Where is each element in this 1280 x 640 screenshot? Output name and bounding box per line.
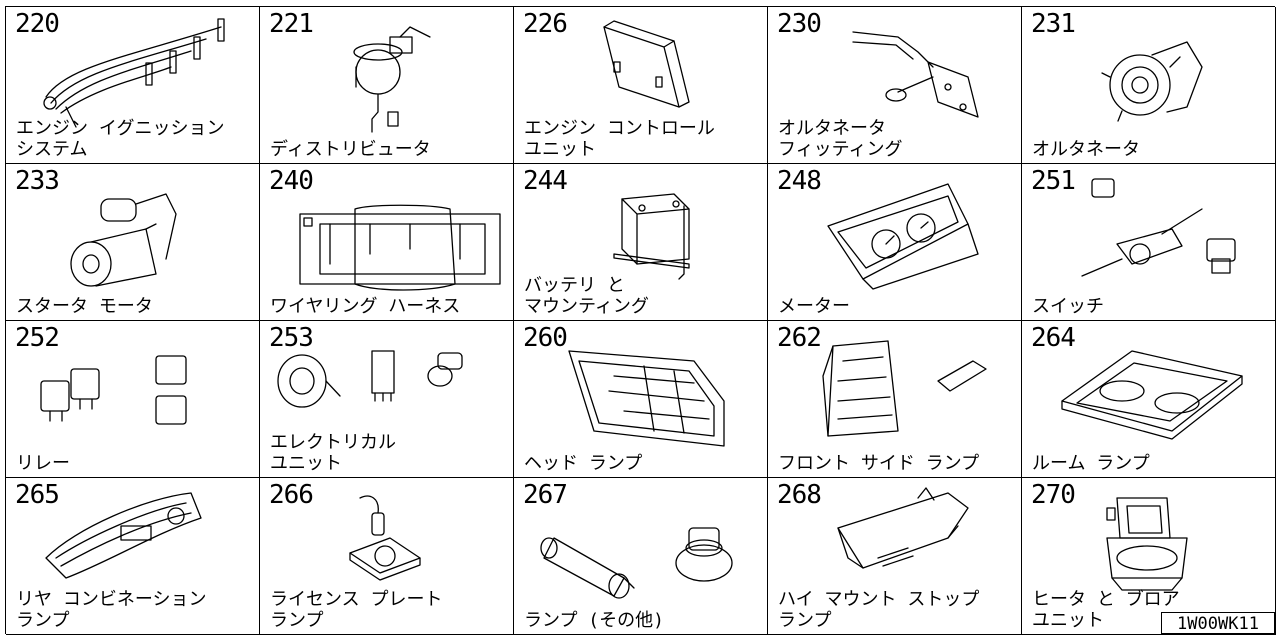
part-label: エンジン イグニッション システム bbox=[16, 118, 225, 160]
part-label: スタータ モータ bbox=[16, 296, 153, 317]
part-number: 262 bbox=[777, 323, 822, 353]
part-cell-233[interactable]: 233 スタータ モータ bbox=[6, 164, 260, 321]
part-cell-253[interactable]: 253 エレクトリカル ユニット bbox=[260, 321, 514, 478]
part-cell-266[interactable]: 266 ライセンス プレート ランプ bbox=[260, 478, 514, 635]
part-label: ライセンス プレート ランプ bbox=[270, 589, 443, 631]
part-label: エレクトリカル ユニット bbox=[270, 432, 396, 474]
alternator-icon bbox=[1101, 41, 1203, 122]
part-label: ワイヤリング ハーネス bbox=[270, 296, 461, 317]
electrical-unit-icon bbox=[277, 350, 463, 408]
part-number: 265 bbox=[15, 480, 60, 510]
parts-catalog-grid: 220 エンジン イグニッション システム 221 ディストリビュータ 226 エンジン … bbox=[5, 6, 1276, 635]
relay-icon bbox=[40, 355, 187, 425]
part-number: 251 bbox=[1031, 166, 1076, 196]
rear-combination-lamp-icon bbox=[45, 492, 202, 579]
part-cell-220[interactable]: 220 エンジン イグニッション システム bbox=[6, 7, 260, 164]
part-cell-267[interactable]: 267 ランプ (その他) bbox=[514, 478, 768, 635]
license-plate-lamp-icon bbox=[349, 495, 421, 581]
part-cell-260[interactable]: 260 ヘッド ランプ bbox=[514, 321, 768, 478]
distributor-icon bbox=[353, 26, 431, 133]
parts-grid: 220 エンジン イグニッション システム 221 ディストリビュータ 226 エンジン … bbox=[6, 7, 1276, 635]
part-cell-251[interactable]: 251 スイッチ bbox=[1022, 164, 1276, 321]
part-label: メーター bbox=[778, 296, 850, 317]
alternator-bracket-icon bbox=[852, 31, 979, 118]
part-label: バッテリ と マウンティング bbox=[524, 275, 649, 317]
part-cell-268[interactable]: 268 ハイ マウント ストップ ランプ bbox=[768, 478, 1022, 635]
part-label: スイッチ bbox=[1032, 296, 1104, 317]
part-cell-230[interactable]: 230 オルタネータ フィッティング bbox=[768, 7, 1022, 164]
part-label: フロント サイド ランプ bbox=[778, 453, 980, 474]
part-label: リレー bbox=[16, 453, 70, 474]
wiring-harness-icon bbox=[299, 204, 501, 291]
part-label: オルタネータ bbox=[1032, 139, 1140, 160]
part-cell-226[interactable]: 226 エンジン コントロール ユニット bbox=[514, 7, 768, 164]
part-label: ハイ マウント ストップ ランプ bbox=[778, 589, 980, 631]
starter-motor-icon bbox=[70, 193, 177, 287]
part-number: 252 bbox=[15, 323, 60, 353]
front-side-lamp-icon bbox=[822, 340, 987, 437]
catalog-code: 1W00WK11 bbox=[1161, 612, 1275, 634]
control-unit-icon bbox=[603, 20, 690, 108]
part-number: 231 bbox=[1031, 9, 1076, 39]
part-number: 266 bbox=[269, 480, 314, 510]
headlamp-icon bbox=[568, 350, 725, 447]
part-number: 226 bbox=[523, 9, 568, 39]
heater-blower-icon bbox=[1106, 497, 1188, 591]
battery-icon bbox=[613, 193, 690, 280]
part-number: 244 bbox=[523, 166, 568, 196]
part-number: 264 bbox=[1031, 323, 1076, 353]
part-cell-248[interactable]: 248 メーター bbox=[768, 164, 1022, 321]
part-cell-244[interactable]: 244 バッテリ と マウンティング bbox=[514, 164, 768, 321]
switch-icon bbox=[1081, 178, 1236, 277]
part-cell-252[interactable]: 252 リレー bbox=[6, 321, 260, 478]
part-label: リヤ コンビネーション ランプ bbox=[16, 589, 207, 631]
part-number: 270 bbox=[1031, 480, 1076, 510]
part-label: オルタネータ フィッティング bbox=[778, 118, 903, 160]
part-label: ヒータ と ブロア ユニット bbox=[1032, 589, 1180, 631]
part-label: ディストリビュータ bbox=[270, 139, 431, 160]
part-label: ルーム ランプ bbox=[1032, 453, 1150, 474]
part-number: 221 bbox=[269, 9, 314, 39]
part-cell-270[interactable]: 270 ヒータ と ブロア ユニット bbox=[1022, 478, 1276, 635]
part-number: 240 bbox=[269, 166, 314, 196]
part-cell-231[interactable]: 231 オルタネータ bbox=[1022, 7, 1276, 164]
high-mount-stop-lamp-icon bbox=[837, 487, 969, 569]
part-number: 267 bbox=[523, 480, 568, 510]
part-number: 260 bbox=[523, 323, 568, 353]
room-lamp-icon bbox=[1061, 350, 1243, 440]
part-cell-240[interactable]: 240 ワイヤリング ハーネス bbox=[260, 164, 514, 321]
part-number: 230 bbox=[777, 9, 822, 39]
part-label: エンジン コントロール ユニット bbox=[524, 118, 715, 160]
ignition-wiring-icon bbox=[43, 18, 225, 128]
part-cell-264[interactable]: 264 ルーム ランプ bbox=[1022, 321, 1276, 478]
part-number: 268 bbox=[777, 480, 822, 510]
lamp-misc-icon bbox=[540, 527, 733, 599]
part-number: 220 bbox=[15, 9, 60, 39]
meter-cluster-icon bbox=[827, 183, 979, 290]
part-label: ヘッド ランプ bbox=[524, 453, 643, 474]
part-cell-265[interactable]: 265 リヤ コンビネーション ランプ bbox=[6, 478, 260, 635]
part-label: ランプ (その他) bbox=[524, 610, 664, 631]
part-cell-262[interactable]: 262 フロント サイド ランプ bbox=[768, 321, 1022, 478]
part-cell-221[interactable]: 221 ディストリビュータ bbox=[260, 7, 514, 164]
part-number: 253 bbox=[269, 323, 314, 353]
part-number: 233 bbox=[15, 166, 60, 196]
part-number: 248 bbox=[777, 166, 822, 196]
